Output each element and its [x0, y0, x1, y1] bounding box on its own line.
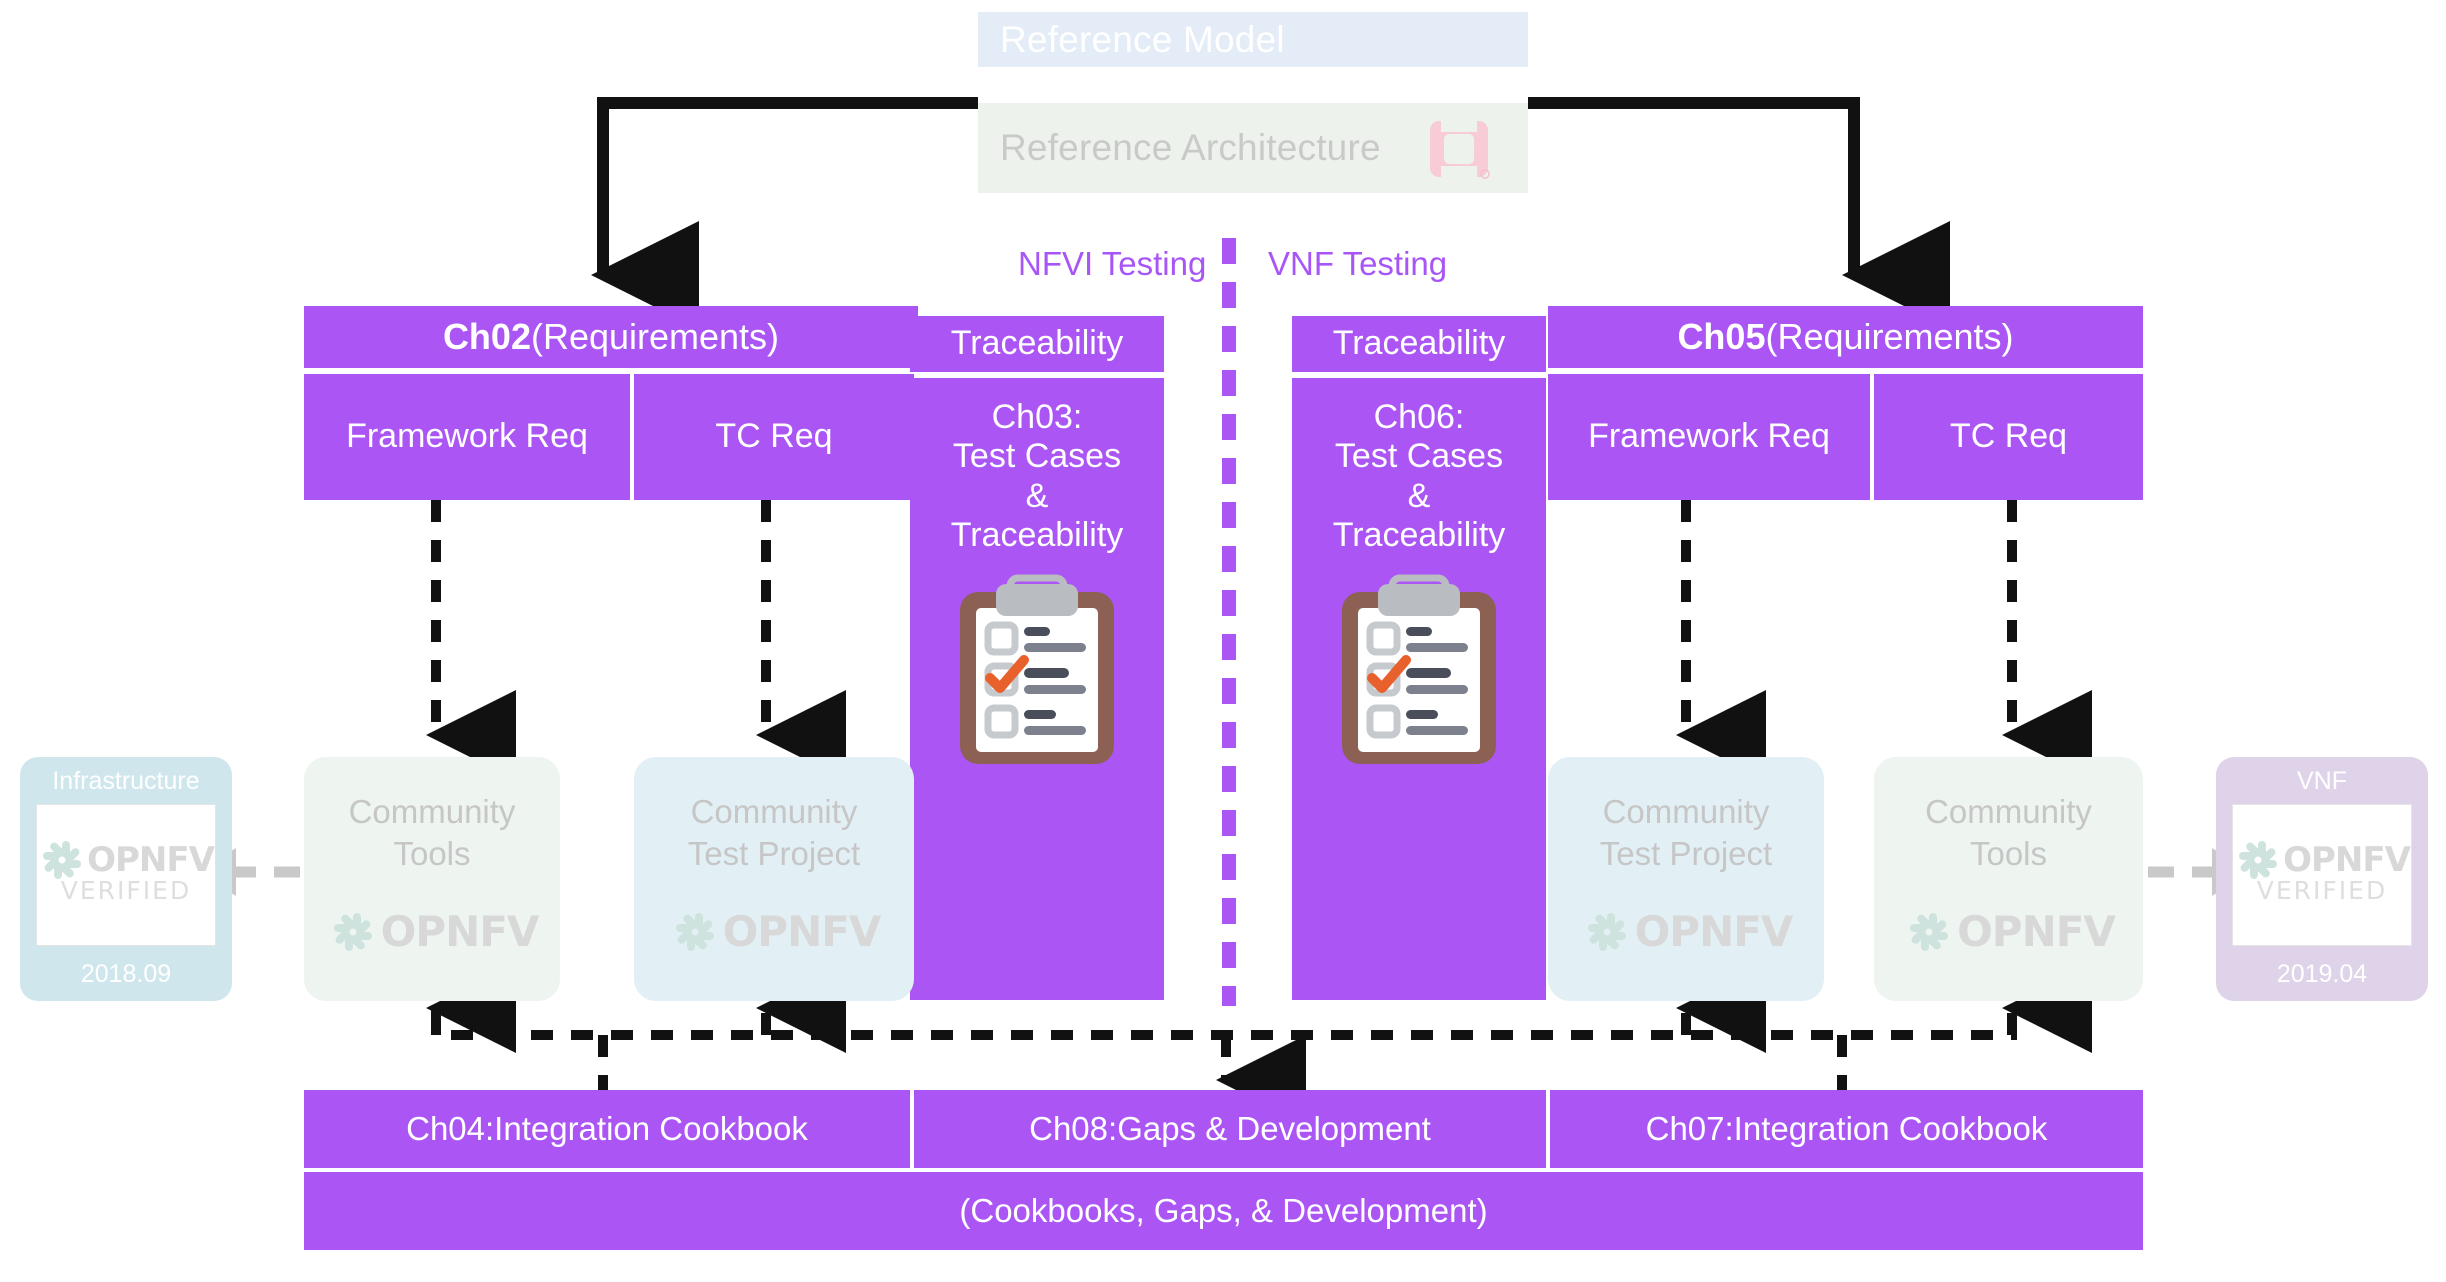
- community-test-left-line1: Community: [690, 793, 858, 830]
- opnfv-mark-icon: [326, 909, 372, 955]
- opnfv-wordmark: OPNFV: [380, 907, 540, 957]
- ch03-line2: &: [1025, 476, 1049, 515]
- reference-model-banner: Reference Model: [978, 12, 1528, 67]
- ch07-label: Ch07:: [1645, 1109, 1734, 1147]
- reference-architecture-banner: Reference Architecture: [978, 103, 1528, 193]
- ch08-label: Ch08:: [1029, 1109, 1118, 1147]
- badge-inner-infrastructure: OPNFV VERIFIED: [35, 804, 217, 946]
- ch02-title-bold: Ch02: [442, 316, 531, 358]
- ch08-text: Gaps & Development: [1117, 1109, 1431, 1147]
- ch02-header[interactable]: Ch02 (Requirements): [304, 306, 918, 368]
- reference-model-label: Reference Model: [978, 12, 1528, 67]
- ch04-text: Integration Cookbook: [494, 1109, 808, 1147]
- dash-bottom-bus: [431, 1010, 2017, 1040]
- opnfv-mark-icon: [1902, 909, 1949, 955]
- community-tools-card-right[interactable]: Community Tools OPNFV: [1874, 757, 2143, 1001]
- ch02-framework-req[interactable]: Framework Req: [304, 374, 630, 500]
- ch04-integration-cookbook[interactable]: Ch04: Integration Cookbook: [304, 1090, 910, 1168]
- opnfv-mark-icon: [668, 909, 714, 955]
- badge-date-infrastructure: 2018.09: [80, 960, 172, 988]
- badge-caption-vnf: VNF: [2297, 767, 2347, 795]
- ch06-testcases-block[interactable]: Ch06: Test Cases & Traceability: [1292, 378, 1546, 1000]
- opnfv-wordmark: OPNFV: [2283, 839, 2411, 880]
- opnfv-logo-left-testproject: OPNFV: [668, 907, 881, 956]
- ch02-tc-req[interactable]: TC Req: [634, 374, 914, 500]
- cookbooks-gaps-development-summary[interactable]: (Cookbooks, Gaps, & Development): [304, 1172, 2143, 1250]
- opnfv-wordmark: OPNFV: [1957, 907, 2116, 957]
- ch06-traceability-header[interactable]: Traceability: [1292, 316, 1546, 372]
- community-tools-left-line2: Tools: [393, 835, 471, 873]
- opnfv-mark-icon: [2234, 840, 2278, 880]
- opnfv-logo-right-testproject: OPNFV: [1580, 907, 1793, 956]
- badge-inner-vnf: OPNFV VERIFIED: [2231, 804, 2413, 946]
- ch04-label: Ch04:: [406, 1109, 495, 1147]
- opnfv-verified-badge-vnf[interactable]: VNF OPNFV VERIFIED 2019.04: [2216, 757, 2428, 1001]
- badge-caption-infrastructure: Infrastructure: [52, 767, 200, 795]
- ch03-line1: Test Cases: [952, 437, 1122, 476]
- ch03-traceability-header[interactable]: Traceability: [910, 316, 1164, 372]
- clipboard-checklist-icon: [960, 574, 1114, 764]
- nfvi-testing-label: NFVI Testing: [1018, 245, 1207, 282]
- community-test-right-line1: Community: [1602, 793, 1770, 830]
- vnf-testing-label: VNF Testing: [1268, 245, 1448, 282]
- reference-architecture-label: Reference Architecture: [1000, 127, 1381, 168]
- arrow-to-ch05: [1528, 97, 1950, 329]
- community-test-right-line2: Test Project: [1599, 835, 1773, 873]
- ch05-title-bold: Ch05: [1677, 316, 1766, 358]
- ch06-line3: Traceability: [1332, 516, 1506, 555]
- community-tools-card-left[interactable]: Community Tools OPNFV: [304, 757, 560, 1001]
- community-tools-right-line1: Community: [1925, 793, 2092, 830]
- badge-verified-text: VERIFIED: [2256, 875, 2388, 905]
- ch07-text: Integration Cookbook: [1733, 1109, 2048, 1147]
- opnfv-wordmark: OPNFV: [722, 907, 882, 957]
- ch05-tc-req[interactable]: TC Req: [1874, 374, 2143, 500]
- ch03-label: Ch03:: [991, 398, 1083, 436]
- ch03-line3: Traceability: [950, 516, 1124, 555]
- community-test-project-card-right[interactable]: Community Test Project OPNFV: [1548, 757, 1824, 1001]
- ch05-header[interactable]: Ch05 (Requirements): [1548, 306, 2143, 368]
- ch06-line2: &: [1407, 476, 1431, 515]
- opnfv-logo-right-tools: OPNFV: [1902, 907, 2116, 957]
- ch08-gaps-development[interactable]: Ch08: Gaps & Development: [914, 1090, 1546, 1168]
- ch05-framework-req[interactable]: Framework Req: [1548, 374, 1870, 500]
- arrow-to-ch02: [591, 97, 978, 329]
- clipboard-checklist-icon: [1342, 574, 1496, 764]
- opnfv-logo-left-tools: OPNFV: [326, 907, 539, 956]
- opnfv-wordmark: OPNFV: [87, 839, 215, 880]
- opnfv-wordmark: OPNFV: [1634, 907, 1794, 957]
- ch06-label: Ch06:: [1373, 398, 1465, 436]
- nfvi-vnf-divider: [1222, 238, 1236, 1006]
- community-tools-right-line2: Tools: [1969, 835, 2048, 873]
- ch03-testcases-block[interactable]: Ch03: Test Cases & Traceability: [910, 378, 1164, 1000]
- cookbook-feedback-connectors: [426, 963, 2092, 1125]
- ch02-title-rest: (Requirements): [530, 316, 780, 358]
- anuket-logo-icon: [1430, 118, 1490, 180]
- community-tools-left-line1: Community: [348, 793, 516, 830]
- opnfv-verified-badge-infrastructure[interactable]: Infrastructure OPNFV VERIFIED 2018.09: [20, 757, 232, 1001]
- opnfv-logo-badge-right: OPNFV: [2234, 839, 2411, 880]
- ch05-title-rest: (Requirements): [1765, 316, 2014, 358]
- opnfv-mark-icon: [38, 840, 82, 880]
- ch07-integration-cookbook[interactable]: Ch07: Integration Cookbook: [1550, 1090, 2143, 1168]
- opnfv-mark-icon: [1580, 909, 1626, 955]
- opnfv-logo-badge-left: OPNFV: [38, 839, 215, 880]
- community-test-left-line2: Test Project: [687, 835, 861, 873]
- community-test-project-card-left[interactable]: Community Test Project OPNFV: [634, 757, 914, 1001]
- ch06-line1: Test Cases: [1334, 437, 1504, 476]
- badge-verified-text: VERIFIED: [60, 875, 192, 905]
- badge-date-vnf: 2019.04: [2276, 960, 2368, 988]
